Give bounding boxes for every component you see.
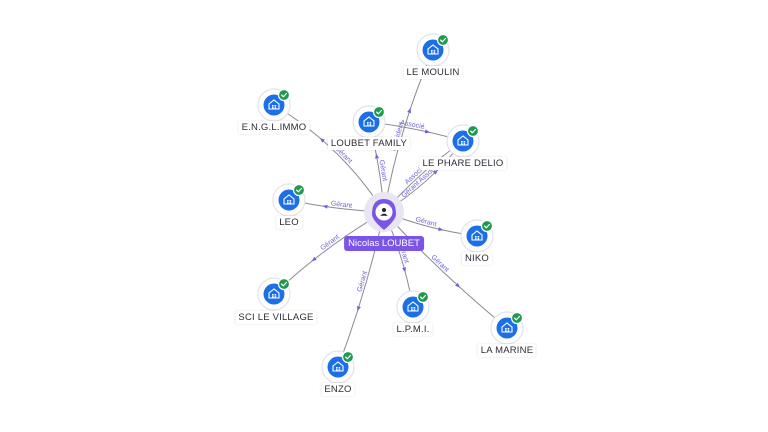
- company-node-core: [422, 39, 444, 61]
- extra-1-arrow: [432, 169, 438, 175]
- company-label-le-moulin[interactable]: LE MOULIN: [403, 66, 463, 79]
- engl-immo-arrow: [319, 137, 325, 143]
- person-name-label[interactable]: Nicolas LOUBET: [344, 236, 424, 251]
- company-node-core: [466, 225, 488, 247]
- company-node-core: [496, 317, 518, 339]
- building-icon: [501, 322, 513, 333]
- company-node-engl-immo[interactable]: [257, 88, 291, 122]
- verified-check-icon: [480, 219, 494, 233]
- extra-0-arrow: [424, 129, 431, 134]
- verified-check-icon: [510, 311, 524, 325]
- nodes-layer: [257, 33, 524, 384]
- la-marine-edge: [383, 211, 508, 329]
- building-icon: [332, 361, 344, 372]
- le-moulin-arrow: [407, 107, 411, 114]
- person-icon: [380, 208, 388, 216]
- company-label-leo[interactable]: LEO: [276, 216, 302, 229]
- company-node-core: [452, 130, 474, 152]
- building-icon: [268, 288, 280, 299]
- enzo-arrow: [357, 305, 361, 312]
- company-label-loubet-family[interactable]: LOUBET FAMILY: [327, 137, 411, 150]
- company-node-leo[interactable]: [272, 183, 306, 217]
- verified-check-icon: [466, 124, 480, 138]
- company-node-lpmi[interactable]: [396, 290, 430, 324]
- building-icon: [427, 44, 439, 55]
- company-label-lpmi[interactable]: L.P.M.I.: [393, 323, 433, 336]
- verified-check-icon: [436, 33, 450, 47]
- building-icon: [283, 194, 295, 205]
- building-icon: [363, 116, 375, 127]
- verified-check-icon: [372, 105, 386, 119]
- company-node-sci-le-village[interactable]: [257, 277, 291, 311]
- company-node-core: [402, 296, 424, 318]
- loubet-family-relation-label: Gérant: [377, 159, 387, 181]
- building-icon: [407, 301, 419, 312]
- company-node-la-marine[interactable]: [490, 311, 524, 345]
- company-node-core: [263, 283, 285, 305]
- verified-check-icon: [277, 277, 291, 291]
- la-marine-arrow: [455, 282, 461, 288]
- niko-arrow: [438, 227, 444, 232]
- verified-check-icon: [277, 88, 291, 102]
- building-icon: [268, 99, 280, 110]
- building-icon: [471, 230, 483, 241]
- niko-relation-label: Gérant: [415, 216, 438, 228]
- company-label-sci-le-village[interactable]: SCI LE VILLAGE: [235, 311, 317, 324]
- verified-check-icon: [292, 183, 306, 197]
- company-node-le-moulin[interactable]: [416, 33, 450, 67]
- company-node-core: [327, 356, 349, 378]
- verified-check-icon: [341, 350, 355, 364]
- company-label-enzo[interactable]: ENZO: [321, 383, 355, 396]
- enzo-relation-label: Gérant: [356, 270, 369, 293]
- company-label-niko[interactable]: NIKO: [461, 252, 493, 265]
- company-label-le-phare-delio[interactable]: LE PHARE DELIO: [419, 157, 507, 170]
- leo-arrow: [322, 204, 328, 209]
- building-icon: [457, 135, 469, 146]
- company-label-engl-immo[interactable]: E.N.G.L.IMMO: [238, 121, 310, 134]
- company-node-core: [278, 189, 300, 211]
- company-node-loubet-family[interactable]: [352, 105, 386, 139]
- sci-le-village-relation-label: Gérant: [319, 234, 340, 252]
- loubet-family-arrow: [375, 153, 379, 159]
- company-node-niko[interactable]: [460, 219, 494, 253]
- person-node[interactable]: [364, 192, 404, 232]
- leo-relation-label: Gérant: [330, 200, 352, 210]
- company-node-core: [358, 111, 380, 133]
- la-marine-relation-label: Gérant: [430, 254, 450, 274]
- company-node-le-phare-delio[interactable]: [446, 124, 480, 158]
- sci-le-village-arrow: [311, 256, 317, 262]
- company-label-la-marine[interactable]: LA MARINE: [477, 344, 537, 357]
- extra-0-relation-label: Associé: [400, 119, 426, 131]
- company-node-enzo[interactable]: [321, 350, 355, 384]
- lpmi-arrow: [402, 267, 406, 273]
- verified-check-icon: [416, 290, 430, 304]
- company-node-core: [263, 94, 285, 116]
